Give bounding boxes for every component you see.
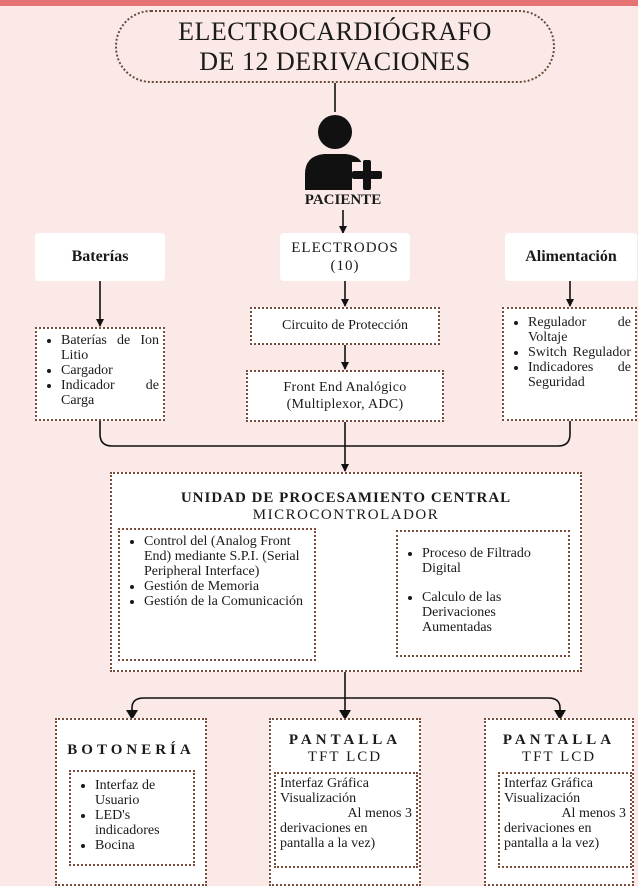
baterias-box: Baterías de Ion Litio Cargador Indicador… xyxy=(35,327,165,421)
circuito-proteccion-box: Circuito de Protección xyxy=(250,307,440,345)
list-item: Switch Regulador xyxy=(528,345,631,360)
list-item: Proceso de Filtrado Digital xyxy=(422,546,564,576)
list-item: LED's indicadores xyxy=(95,808,189,838)
list-item: Control del (Analog Front End) mediante … xyxy=(144,534,310,579)
list-item: Gestión de Memoria xyxy=(144,579,310,594)
list-item: Gestión de la Comunicación xyxy=(144,594,310,609)
alimentacion-list: Regulador de Voltaje Switch Regulador In… xyxy=(504,315,635,390)
pantalla2-line: pantalla a la vez) xyxy=(504,836,600,851)
pantalla2-box: PANTALLA TFT LCD Interfaz Gráfica Visual… xyxy=(484,718,634,886)
top-accent-bar xyxy=(0,0,638,6)
patient-label: PACIENTE xyxy=(304,192,382,208)
alimentacion-header-text: Alimentación xyxy=(525,248,617,265)
cpu-subtitle: MICROCONTROLADOR xyxy=(252,507,440,523)
pantalla1-line: derivaciones en xyxy=(280,821,368,836)
list-item: Indicador de Carga xyxy=(61,378,159,408)
pantalla1-inner-box: Interfaz Gráfica Visualización Al menos … xyxy=(274,772,418,868)
pantalla2-line: Visualización xyxy=(504,791,581,806)
list-item: Bocina xyxy=(95,838,189,853)
pantalla1-line: Al menos 3 xyxy=(347,806,412,821)
baterias-list: Baterías de Ion Litio Cargador Indicador… xyxy=(37,333,163,408)
arrowhead-pantalla2 xyxy=(554,710,566,720)
cpu-left-list: Control del (Analog Front End) mediante … xyxy=(120,534,314,609)
pantalla1-line: pantalla a la vez) xyxy=(280,836,376,851)
list-item: Baterías de Ion Litio xyxy=(61,333,159,363)
pantalla1-title: PANTALLA xyxy=(288,732,402,748)
bus-top-path xyxy=(99,421,571,447)
pantalla2-subtitle: TFT LCD xyxy=(521,749,597,765)
arrowhead-pantalla1 xyxy=(339,710,351,720)
cpu-left-box: Control del (Analog Front End) mediante … xyxy=(118,528,316,661)
alimentacion-box: Regulador de Voltaje Switch Regulador In… xyxy=(502,307,637,421)
alimentacion-header: Alimentación xyxy=(505,233,637,281)
baterias-header: Baterías xyxy=(35,233,165,281)
electrodos-header-text: ELECTRODOS (10) xyxy=(291,240,399,274)
cpu-title: UNIDAD DE PROCESAMIENTO CENTRAL xyxy=(180,490,512,506)
pantalla1-subtitle: TFT LCD xyxy=(307,749,383,765)
user-plus-icon xyxy=(305,115,382,192)
arrowhead-botoneria xyxy=(126,710,138,720)
front-end-box: Front End Analógico (Multiplexor, ADC) xyxy=(246,370,444,422)
cpu-right-box: Proceso de Filtrado Digital Calculo de l… xyxy=(396,530,570,657)
pantalla2-title: PANTALLA xyxy=(502,732,616,748)
front-end-text: Front End Analógico (Multiplexor, ADC) xyxy=(283,380,407,412)
pantalla2-line: Interfaz Gráfica xyxy=(504,776,593,791)
bus-bottom-path xyxy=(131,697,561,717)
pantalla1-line: Interfaz Gráfica xyxy=(280,776,369,791)
electrodos-header: ELECTRODOS (10) xyxy=(280,233,410,281)
list-item: Cargador xyxy=(61,363,159,378)
baterias-header-text: Baterías xyxy=(71,248,129,265)
pantalla2-line: Al menos 3 xyxy=(561,806,626,821)
list-item: Calculo de las Derivaciones Aumentadas xyxy=(422,590,564,635)
pantalla2-inner-box: Interfaz Gráfica Visualización Al menos … xyxy=(498,772,632,868)
botoneria-list: Interfaz de Usuario LED's indicadores Bo… xyxy=(71,778,193,853)
botoneria-title: BOTONERÍA xyxy=(67,742,195,758)
pantalla1-line: Visualización xyxy=(280,791,357,806)
list-item: Regulador de Voltaje xyxy=(528,315,631,345)
diagram-title: ELECTROCARDIÓGRAFO DE 12 DERIVACIONES xyxy=(115,10,555,83)
list-item: Indicadores de Seguridad xyxy=(528,360,631,390)
circuito-proteccion-text: Circuito de Protección xyxy=(282,318,408,333)
botoneria-inner-box: Interfaz de Usuario LED's indicadores Bo… xyxy=(69,770,195,866)
botoneria-box: BOTONERÍA Interfaz de Usuario LED's indi… xyxy=(55,718,207,886)
list-item: Interfaz de Usuario xyxy=(95,778,189,808)
cpu-right-list: Proceso de Filtrado Digital Calculo de l… xyxy=(398,546,568,635)
pantalla1-box: PANTALLA TFT LCD Interfaz Gráfica Visual… xyxy=(269,718,421,886)
diagram-title-text: ELECTROCARDIÓGRAFO DE 12 DERIVACIONES xyxy=(178,16,492,76)
pantalla2-line: derivaciones en xyxy=(504,821,592,836)
